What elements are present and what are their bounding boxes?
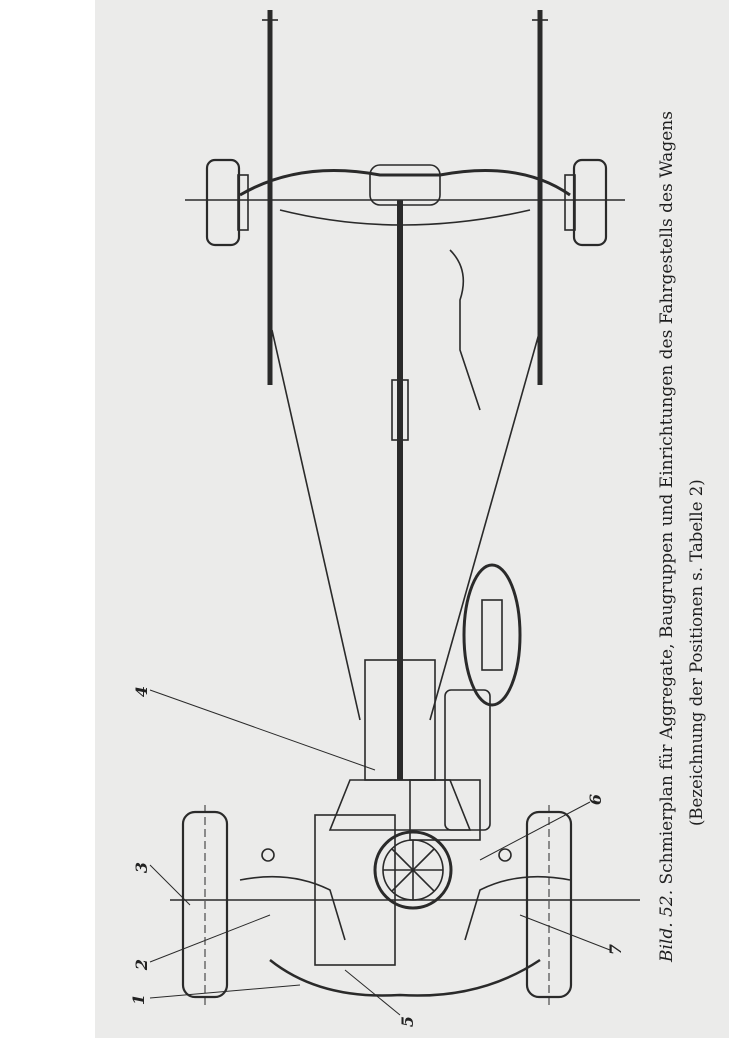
engine [314,779,481,966]
position-label-1: 1 [129,993,149,1006]
leader-lines [149,689,611,1016]
figure-subtitle: (Bezeichnung der Positionen s. Tabelle 2… [687,479,706,826]
front-left-wheel [205,158,249,247]
rear-left-wheel [181,805,229,1005]
front-right-wheel [564,158,608,247]
position-label-4: 4 [132,685,152,698]
position-label-6: 6 [586,793,606,806]
figure-caption: Bild. 52. Schmierplan für Aggregate, Bau… [657,111,677,962]
figure-label: Bild. 52. [657,889,677,962]
rear-right-wheel [525,805,573,1005]
position-label-5: 5 [398,1015,418,1028]
position-label-2: 2 [132,958,152,971]
position-label-3: 3 [132,861,152,874]
propeller-shaft [271,200,541,780]
figure-title: Schmierplan für Aggregate, Baugruppen un… [657,111,677,885]
front-axle [185,10,625,385]
steering-wheel [444,563,522,831]
rear-suspension [170,848,640,997]
scanned-page [95,0,729,1038]
position-label-7: 7 [606,943,626,956]
